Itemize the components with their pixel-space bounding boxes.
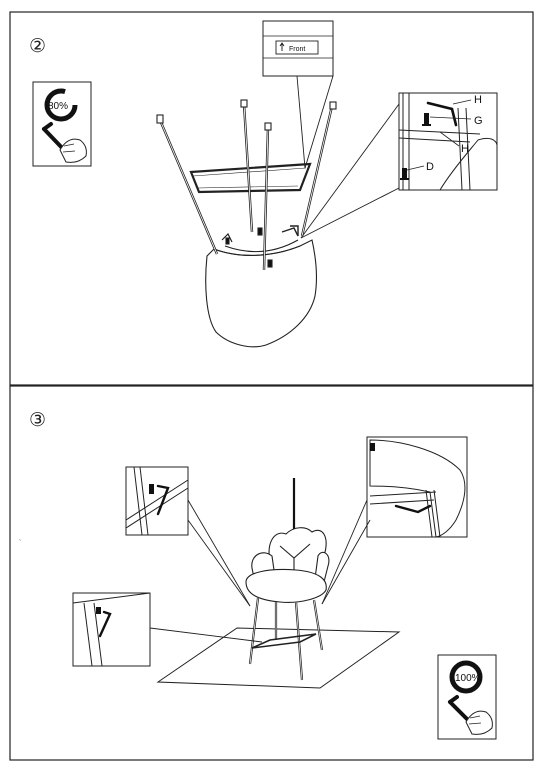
floor-plane (156, 627, 401, 689)
step-3-panel: ③ ` (9, 385, 534, 761)
step-3-number: ③ (29, 409, 46, 431)
step-3-frame (9, 385, 534, 761)
callout-h-top: H (474, 94, 482, 106)
torque-80-wrench-icon: 80% (32, 81, 92, 167)
detail-inset-lower-left (72, 592, 151, 667)
step-2-frame (9, 11, 534, 386)
callout-d: D (426, 161, 434, 173)
front-tag-label: Front (289, 46, 305, 53)
torque-100-label: 100% (455, 673, 481, 684)
torque-100-wrench-icon: 100% (437, 654, 497, 740)
detail-inset-upper-left (125, 466, 189, 536)
callout-h-bottom: H (461, 143, 469, 155)
stray-mark: ` (19, 540, 21, 547)
step-2-number: ② (29, 35, 46, 57)
inverted-stool-illustration (156, 99, 337, 348)
callout-g: G (474, 115, 483, 127)
front-tag-inset: Front (262, 20, 334, 77)
hardware-detail-inset: H G H D (398, 92, 498, 191)
step-2-panel: ② 80% Front (9, 11, 534, 386)
torque-80-label: 80% (48, 101, 68, 112)
upright-stool-illustration (245, 527, 330, 681)
detail-inset-right (366, 436, 468, 538)
